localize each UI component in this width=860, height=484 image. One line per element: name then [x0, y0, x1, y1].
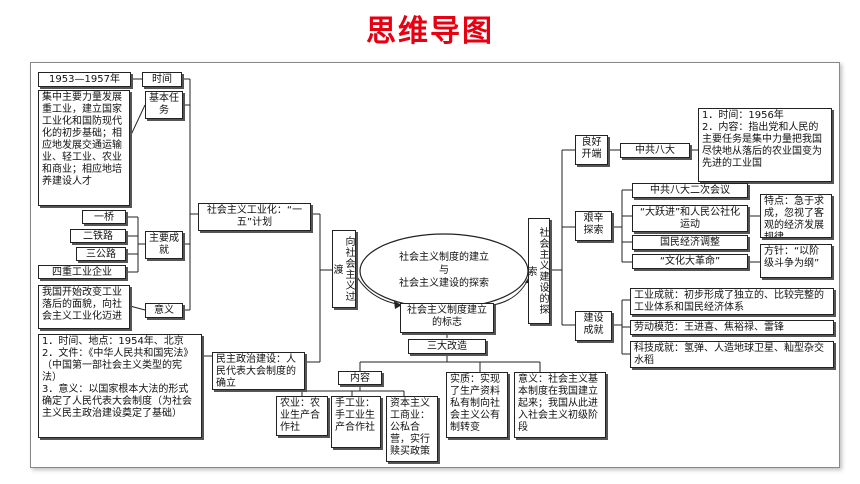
ellipse-line-1: 社会主义制度的建立	[399, 252, 489, 263]
ellipse-line-2: 与	[439, 265, 449, 276]
eighth-congress-detail: 1．时间：1956年 2．内容：指出党和人民的主要任务是集中力量把我国尽快地从落…	[698, 108, 832, 182]
feature-box: 特点：急于求成，忽视了客观的经济发展规律	[760, 194, 832, 238]
capitalist-reform: 资本主义工商业：公私合营，实行赎买政策	[386, 396, 438, 462]
industrialization-box: 社会主义工业化：“一五”计划	[198, 203, 311, 231]
achievement-highways: 三公路	[76, 247, 126, 261]
essence-box: 实质：实现了生产资料私有制向社会主义公有制转变	[446, 372, 508, 438]
hard-exploration-label: 艰辛探索	[575, 211, 612, 241]
content-label: 内容	[338, 371, 382, 385]
achievement-bridge: 一桥	[82, 210, 126, 224]
ellipse-line-3: 社会主义建设的探索	[399, 278, 489, 289]
achievement-railways: 二铁路	[70, 229, 126, 243]
system-symbol-box: 社会主义制度建立的标志	[400, 303, 494, 333]
basic-task-text: 集中主要力量发展重工业，建立国家工业化和国防现代化的初步基础；相应地发展交通运输…	[38, 90, 130, 206]
industry-achievement-box: 工业成就：初步形成了独立的、比较完整的工业体系和国民经济体系	[630, 288, 834, 315]
achievement-heavy-industry: 四重工业企业	[38, 265, 126, 279]
handicraft-reform: 手工业：手工业生产合作社	[331, 396, 381, 448]
basic-task-label: 基本任务	[145, 91, 183, 119]
three-reforms-box: 三大改造	[408, 339, 486, 354]
good-start-label: 良好开端	[575, 135, 608, 165]
policy-box: 方针：“以阶级斗争为纲”	[760, 244, 832, 278]
eighth-congress-box: 中共八大	[620, 143, 690, 158]
page-title: 思维导图	[366, 14, 494, 49]
second-session-box: 中共八大二次会议	[632, 183, 748, 198]
economic-adjustment-box: 国民经济调整	[632, 235, 748, 250]
great-leap-box: “大跃进”和人民公社化运动	[632, 205, 748, 232]
meaning-text: 我国开始改变工业落后的面貌，向社会主义工业化迈进	[38, 285, 130, 329]
time-label: 时间	[142, 72, 182, 87]
democracy-box: 民主政治建设：人民代表大会制度的确立	[212, 352, 305, 390]
meaning-label: 意义	[145, 303, 183, 318]
construction-achievements-label: 建设成就	[575, 311, 612, 341]
transition-box: 向社会主义过渡	[332, 230, 356, 308]
constitution-text: 1．时间、地点：1954年、北京 2．文件：《中华人民共和国宪法》（中国第一部社…	[38, 334, 202, 438]
significance-box: 意义：社会主义基本制度在我国建立起来；我国从此进入社会主义初级阶段	[514, 372, 606, 438]
tech-achievement-box: 科技成就：氢弹、人造地球卫星、籼型杂交水稻	[630, 341, 834, 368]
labor-models-box: 劳动模范：王进喜、焦裕禄、雷锋	[630, 320, 834, 335]
main-achievements-label: 主要成就	[145, 231, 183, 259]
exploration-box: 社会主义建设的探索	[528, 218, 550, 324]
agriculture-reform: 农业：农业生产合作社	[276, 396, 328, 436]
years-box: 1953—1957年	[38, 72, 131, 87]
cultural-revolution-box: “文化大革命”	[632, 254, 748, 269]
